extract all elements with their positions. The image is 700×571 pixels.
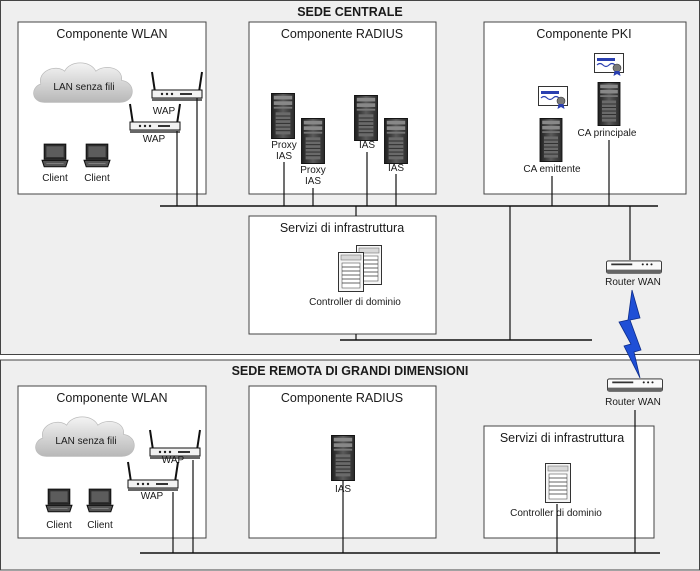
- main-proxy1-label-bottom: IAS: [276, 151, 292, 162]
- ias-server-icon: [354, 95, 378, 141]
- main-lan-wiring: [160, 98, 658, 341]
- main-site: SEDE CENTRALE Componente WLAN LAN senza …: [0, 0, 700, 355]
- certificate-icon: [594, 53, 624, 77]
- certificate-icon: [538, 86, 568, 110]
- main-radius-component: Componente RADIUS Proxy IAS Proxy IAS IA…: [248, 21, 437, 195]
- remote-infra-component: Servizi di infrastruttura Controller di …: [483, 425, 655, 539]
- remote-lan-wiring: [140, 410, 660, 554]
- main-issuing-ca-label: CA emittente: [523, 164, 581, 175]
- main-router-label: Router WAN: [605, 277, 661, 288]
- domain-controller-icon: [338, 252, 364, 292]
- main-wap1-label: WAP: [153, 106, 176, 117]
- main-infra-title: Servizi di infrastruttura: [280, 221, 404, 235]
- remote-wap1-label: WAP: [162, 455, 185, 466]
- main-pki-box: [483, 21, 687, 195]
- remote-dc-label: Controller di dominio: [510, 508, 602, 519]
- main-client2-label: Client: [84, 173, 110, 184]
- laptop-icon: [83, 143, 111, 168]
- main-proxy2-label-bottom: IAS: [305, 176, 321, 187]
- wan-link-lightning-icon: [618, 289, 642, 379]
- remote-wlan-title: Componente WLAN: [56, 391, 167, 405]
- main-ias1-label: IAS: [359, 140, 375, 151]
- issuing-ca-server-icon: [539, 118, 563, 162]
- remote-client2-label: Client: [87, 520, 113, 531]
- remote-wlan-cloud-label: LAN senza fili: [55, 436, 116, 447]
- main-client1-label: Client: [42, 173, 68, 184]
- main-root-ca-label: CA principale: [578, 128, 637, 139]
- main-infra-component: Servizi di infrastruttura Controller di …: [248, 215, 437, 335]
- remote-site-title: SEDE REMOTA DI GRANDI DIMENSIONI: [232, 364, 469, 378]
- ias-server-icon: [331, 435, 355, 481]
- main-dc-label: Controller di dominio: [309, 297, 401, 308]
- laptop-icon: [41, 143, 69, 168]
- main-wlan-title: Componente WLAN: [56, 27, 167, 41]
- ias-server-icon: [384, 118, 408, 164]
- remote-radius-title: Componente RADIUS: [281, 391, 403, 405]
- main-proxy1-label-top: Proxy: [271, 140, 297, 151]
- main-ias2-label: IAS: [388, 163, 404, 174]
- main-wlan-box: [17, 21, 207, 195]
- remote-client1-label: Client: [46, 520, 72, 531]
- remote-router-icon: [606, 378, 664, 392]
- laptop-icon: [86, 488, 114, 513]
- remote-wlan-box: [17, 385, 207, 539]
- remote-wap2-label: WAP: [141, 491, 164, 502]
- main-wlan-component: Componente WLAN LAN senza fili WAP WAP C…: [17, 21, 207, 195]
- proxy-ias-server-icon: [301, 118, 325, 164]
- root-ca-server-icon: [597, 82, 621, 126]
- main-proxy2-label-top: Proxy: [300, 165, 326, 176]
- main-pki-component: Componente PKI CA principale CA emittent…: [483, 21, 687, 195]
- main-pki-title: Componente PKI: [536, 27, 631, 41]
- main-wap2-label: WAP: [143, 134, 166, 145]
- remote-wlan-component: Componente WLAN LAN senza fili WAP WAP C…: [17, 385, 207, 539]
- laptop-icon: [45, 488, 73, 513]
- remote-infra-title: Servizi di infrastruttura: [500, 431, 624, 445]
- main-radius-title: Componente RADIUS: [281, 27, 403, 41]
- proxy-ias-server-icon: [271, 93, 295, 139]
- remote-site: SEDE REMOTA DI GRANDI DIMENSIONI Compone…: [0, 359, 700, 571]
- main-site-title: SEDE CENTRALE: [297, 5, 403, 19]
- main-wlan-cloud-label: LAN senza fili: [53, 82, 114, 93]
- remote-router-label: Router WAN: [605, 397, 661, 408]
- domain-controller-icon: [545, 462, 571, 504]
- main-router-icon: [605, 260, 663, 274]
